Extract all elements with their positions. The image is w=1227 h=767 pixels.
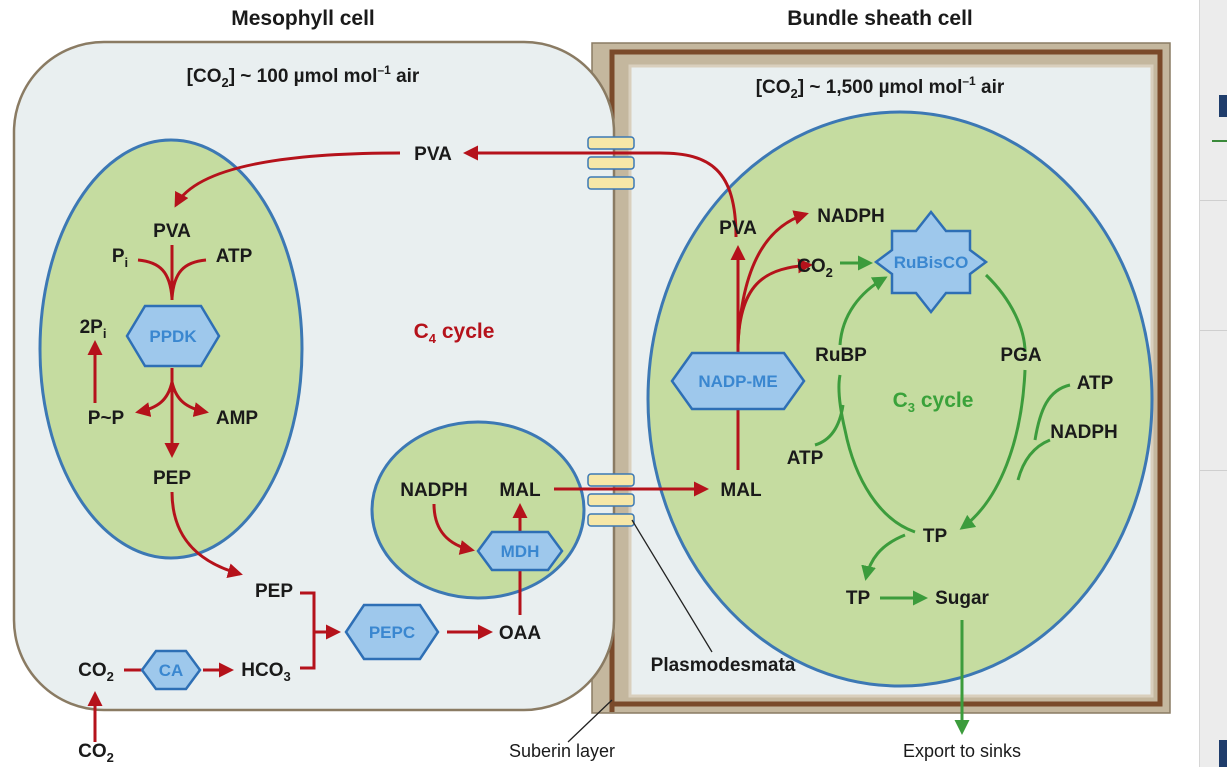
co2-outside: CO2 — [78, 741, 114, 765]
sugar-label: Sugar — [935, 588, 989, 609]
pva-mesophyll-top: PVA — [414, 144, 452, 165]
pga-label: PGA — [1000, 345, 1041, 366]
atp-right-label: ATP — [1077, 373, 1114, 394]
suberin-leader — [567, 699, 613, 743]
nadph-small-chloroplast: NADPH — [400, 480, 468, 501]
plasmodesmata-label: Plasmodesmata — [651, 655, 796, 676]
svg-text:CA: CA — [159, 661, 184, 680]
tp-right-label: TP — [923, 526, 948, 547]
svg-text:PPDK: PPDK — [149, 327, 197, 346]
bundle-sheath-title: Bundle sheath cell — [787, 7, 973, 30]
bundle-co2-concentration: [CO2] ~ 1,500 µmol mol–1 air — [756, 74, 1005, 101]
pep-cytosol: PEP — [255, 581, 293, 602]
nadp-me-enzyme: NADP-ME — [670, 351, 806, 411]
nadph-bundle-top: NADPH — [817, 206, 885, 227]
two-pi-label: 2Pi — [80, 317, 107, 341]
pva-chloroplast: PVA — [153, 221, 191, 242]
atp-left-label: ATP — [787, 448, 824, 469]
ppi-label: P~P — [88, 408, 125, 429]
rubp-label: RuBP — [815, 345, 867, 366]
plasmodesmata-leader — [631, 519, 713, 653]
co2-mesophyll-inside: CO2 — [78, 660, 114, 684]
oaa-label: OAA — [499, 623, 542, 644]
c4-photosynthesis-diagram: Mesophyll cell Bundle sheath cell [CO2] … — [12, 7, 1171, 765]
hco3-label: HCO3 — [241, 660, 290, 684]
pep-chloroplast: PEP — [153, 468, 191, 489]
c4-cycle-label: C4 cycle — [414, 320, 495, 346]
mal-bundle: MAL — [720, 480, 762, 501]
bundle-sheath-chloroplast — [646, 110, 1154, 688]
svg-text:RuBisCO: RuBisCO — [894, 253, 969, 272]
ca-enzyme: CA — [140, 649, 202, 691]
mesophyll-title: Mesophyll cell — [231, 7, 375, 30]
c3-pathway-arrows — [814, 255, 1071, 735]
suberin-layer-label: Suberin layer — [509, 741, 615, 761]
svg-text:MDH: MDH — [501, 542, 540, 561]
mal-small-chloroplast: MAL — [499, 480, 541, 501]
mdh-enzyme: MDH — [476, 530, 564, 572]
svg-text:PEPC: PEPC — [369, 623, 415, 642]
c4-pathway-arrows — [87, 145, 813, 742]
pi-label: Pi — [112, 246, 128, 270]
pepc-enzyme: PEPC — [344, 603, 440, 661]
plasmodesmata-channels — [587, 136, 635, 527]
svg-text:NADP-ME: NADP-ME — [698, 372, 777, 391]
pva-bundle: PVA — [719, 218, 757, 239]
tp-left-label: TP — [846, 588, 871, 609]
nadph-right-label: NADPH — [1050, 422, 1118, 443]
amp-label: AMP — [216, 408, 259, 429]
ppdk-enzyme: PPDK — [125, 304, 221, 368]
window-right-edge — [1199, 0, 1227, 767]
export-to-sinks-label: Export to sinks — [903, 741, 1021, 761]
mesophyll-co2-concentration: [CO2] ~ 100 µmol mol–1 air — [187, 63, 420, 90]
rubisco-enzyme: RuBisCO — [873, 209, 989, 315]
atp-ppdk-label: ATP — [216, 246, 253, 267]
co2-bundle: CO2 — [797, 256, 833, 280]
mesophyll-small-chloroplast — [370, 420, 586, 600]
c3-cycle-label: C3 cycle — [893, 389, 974, 415]
